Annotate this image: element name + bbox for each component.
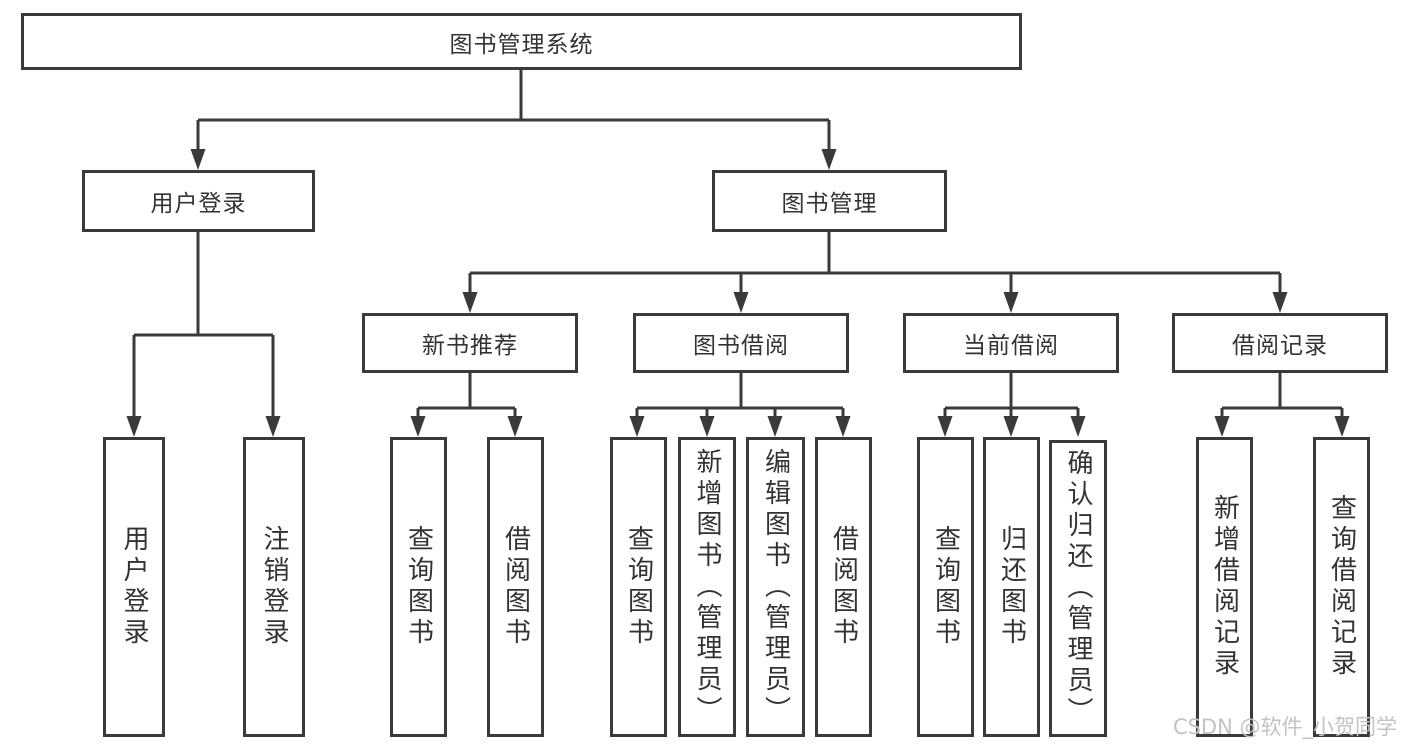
node-query-books-current-label: 查询图书 [930,525,961,649]
node-confirm-return-admin: 确认归还（管理员） [1049,440,1107,737]
node-library-system: 图书管理系统 [21,13,1022,70]
node-edit-book-admin: 编辑图书（管理员） [746,437,805,737]
node-query-books-current: 查询图书 [917,437,974,737]
node-query-books-borrow: 查询图书 [610,437,667,737]
node-logout-label: 注销登录 [259,525,289,649]
node-query-borrow-record-label: 查询借阅记录 [1326,494,1357,680]
node-user-login-label: 用户登录 [150,191,247,217]
node-borrow-records: 借阅记录 [1172,313,1388,373]
node-add-book-admin-label: 新增图书（管理员） [692,447,722,727]
node-borrow-books-recommend-label: 借阅图书 [500,525,531,649]
node-current-borrow-label: 当前借阅 [963,333,1059,359]
node-add-book-admin: 新增图书（管理员） [678,437,736,737]
node-logout: 注销登录 [243,437,305,737]
node-borrow-books-leaf: 借阅图书 [815,437,872,737]
node-add-borrow-record: 新增借阅记录 [1196,437,1253,737]
node-borrow-books-leaf-label: 借阅图书 [828,525,859,649]
node-edit-book-admin-label: 编辑图书（管理员） [760,447,791,727]
csdn-watermark: CSDN @软件_小贺同学 [1172,715,1397,739]
node-borrow-records-label: 借阅记录 [1232,333,1328,359]
node-query-books-recommend: 查询图书 [390,437,447,737]
node-book-management-label: 图书管理 [781,191,878,217]
node-confirm-return-admin-label: 确认归还（管理员） [1063,449,1093,728]
node-book-management: 图书管理 [712,170,947,232]
node-user-login-leaf-label: 用户登录 [119,525,149,649]
node-book-borrow: 图书借阅 [633,313,849,373]
node-library-system-label: 图书管理系统 [449,31,594,58]
node-user-login-leaf: 用户登录 [103,437,165,737]
node-query-books-borrow-label: 查询图书 [623,525,654,649]
node-book-borrow-label: 图书借阅 [693,333,789,359]
node-return-book-label: 归还图书 [996,525,1027,649]
node-query-books-recommend-label: 查询图书 [403,525,434,649]
node-borrow-books-recommend: 借阅图书 [487,437,544,737]
node-current-borrow: 当前借阅 [903,313,1119,373]
node-new-book-recommend-label: 新书推荐 [422,333,518,359]
node-return-book: 归还图书 [983,437,1040,737]
node-query-borrow-record: 查询借阅记录 [1313,437,1370,737]
node-user-login: 用户登录 [82,170,315,232]
node-new-book-recommend: 新书推荐 [362,313,578,373]
node-add-borrow-record-label: 新增借阅记录 [1209,494,1240,680]
